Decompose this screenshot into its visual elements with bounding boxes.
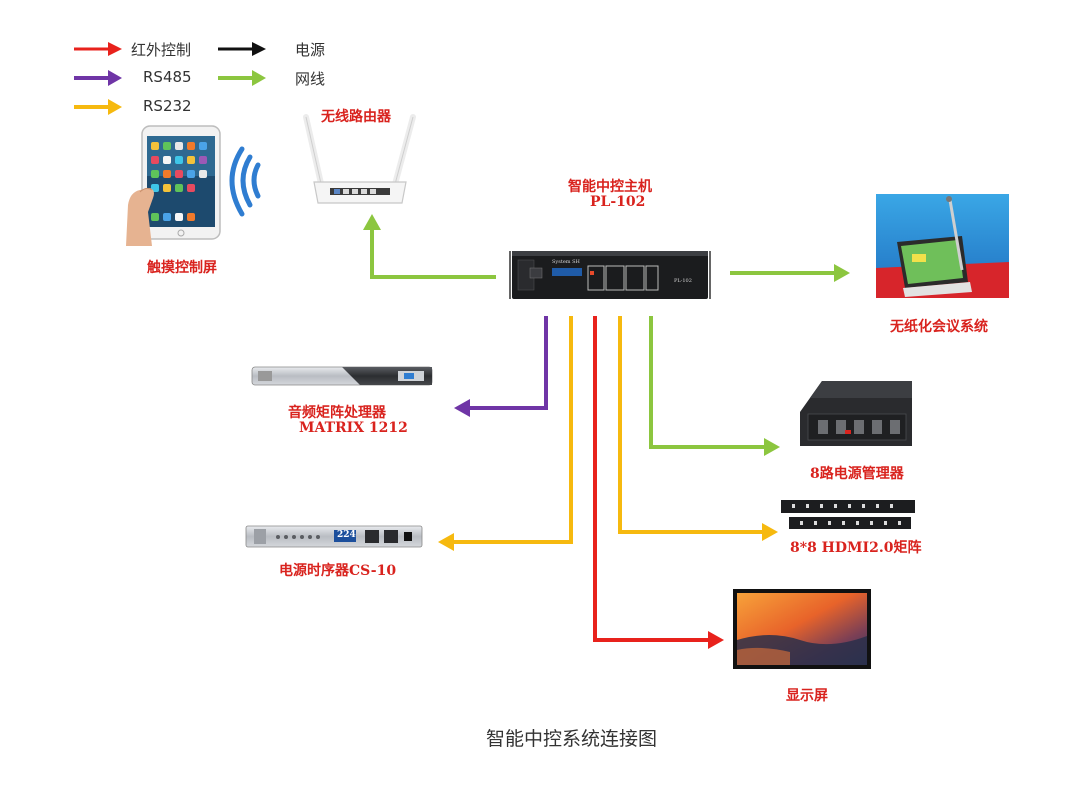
rs232-link-hdmi-matrix	[618, 316, 778, 541]
label-conference: 无纸化会议系统	[890, 319, 988, 335]
legend-label-power: 电源	[295, 41, 326, 59]
hdmi-matrix-device	[781, 500, 915, 529]
network-link-conference	[730, 264, 850, 282]
host-panel-right-text: PL-102	[674, 278, 692, 284]
label-power-manager: 8路电源管理器	[810, 466, 904, 482]
rs232-link-sequencer	[438, 316, 573, 551]
host-button-grid	[587, 265, 659, 291]
legend	[74, 42, 266, 115]
rs485-link-audio-matrix	[454, 316, 548, 417]
legend-arrow-network	[218, 70, 266, 86]
hand	[126, 187, 154, 246]
diagram-caption: 智能中控系统连接图	[486, 728, 658, 750]
legend-label-rs485: RS485	[143, 68, 192, 86]
sequencer-display-readout: 224	[337, 530, 356, 540]
power-sequencer	[245, 525, 423, 548]
label-audio-matrix-model: MATRIX 1212	[299, 420, 408, 436]
legend-label-rs232: RS232	[143, 97, 192, 115]
label-sequencer: 电源时序器CS-10	[279, 563, 397, 579]
label-audio-matrix-name: 音频矩阵处理器	[288, 405, 386, 421]
paperless-conference-system	[876, 194, 1009, 298]
wifi-router	[303, 114, 416, 204]
network-link-power-manager	[649, 316, 780, 456]
network-link-router	[363, 214, 496, 279]
connections	[363, 214, 850, 649]
power-manager-box	[800, 381, 912, 446]
legend-label-network: 网线	[295, 70, 326, 88]
ir-link-display	[593, 316, 724, 649]
label-display: 显示屏	[786, 688, 828, 704]
label-host-model: PL-102	[590, 194, 646, 210]
label-hdmi-matrix: 8*8 HDMI2.0矩阵	[790, 540, 922, 556]
display-screen	[733, 589, 871, 669]
wifi-icon	[229, 146, 261, 217]
legend-label-ir: 红外控制	[131, 41, 192, 59]
legend-arrow-rs232	[74, 99, 122, 115]
host-panel-left-text: System SH	[552, 259, 580, 265]
legend-arrow-ir	[74, 42, 122, 56]
audio-matrix-processor	[251, 366, 433, 386]
label-host-name: 智能中控主机	[568, 179, 652, 195]
central-control-host	[509, 251, 711, 299]
label-router: 无线路由器	[321, 109, 391, 125]
label-tablet: 触摸控制屏	[147, 260, 217, 276]
legend-arrow-power	[218, 42, 266, 56]
legend-arrow-rs485	[74, 70, 122, 86]
app-icons	[151, 142, 207, 221]
touch-tablet	[126, 125, 221, 246]
